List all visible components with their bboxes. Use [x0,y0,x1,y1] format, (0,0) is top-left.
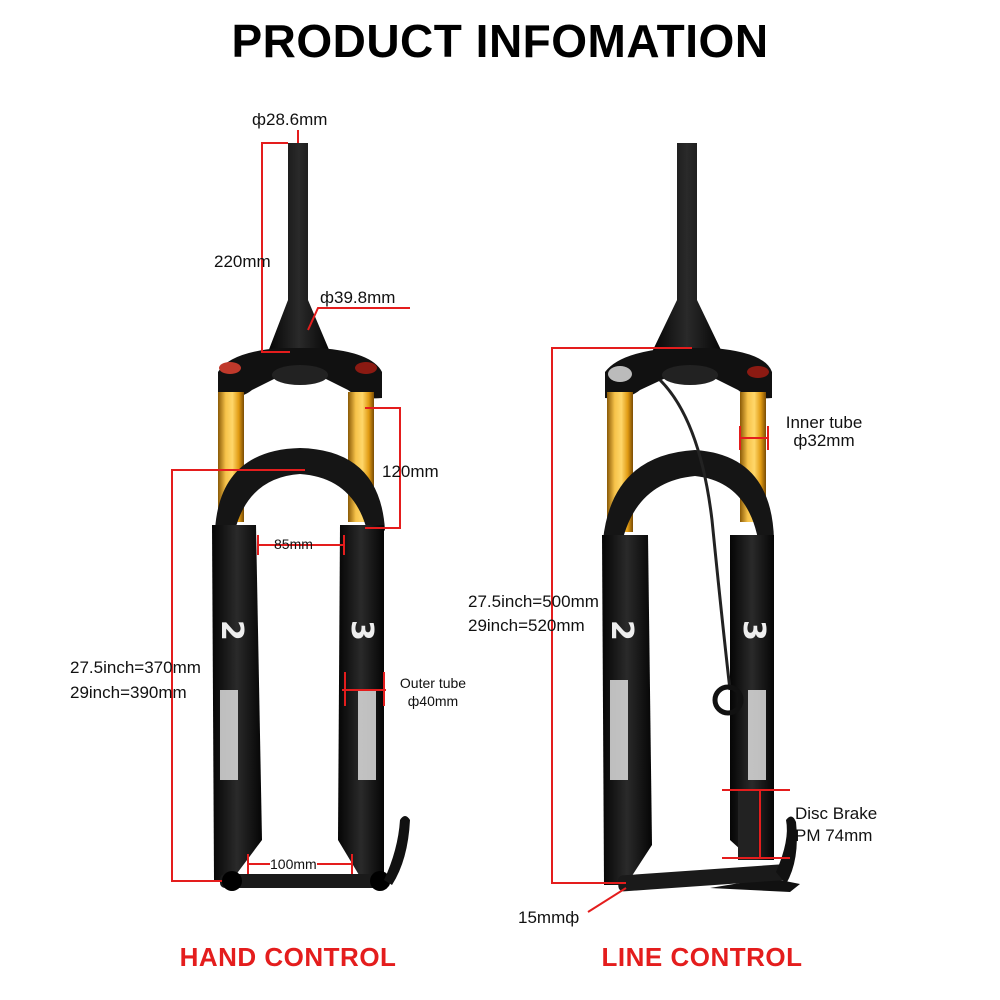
left-air-cap [219,362,241,374]
outer-tube-diameter-label: ф40mm [407,693,459,709]
left-caption: HAND CONTROL [179,942,397,972]
right-decal-2: 2 [604,620,639,641]
right-remote-cap [608,366,632,382]
left-steerer-tube [268,143,330,352]
left-arch [215,448,385,545]
left-dimension-lines [171,130,410,882]
right-remote-cable [658,378,732,691]
left-decal-3: 3 [344,620,379,641]
axle-to-crown-275-label: 27.5inch=370mm [70,658,201,677]
arch-gap-label: 85mm [274,536,313,552]
page-title: PRODUCT INFOMATION [231,15,769,67]
length-29-label: 29inch=520mm [468,616,585,635]
disc-brake-mount-label: PM 74mm [795,826,873,845]
right-remote-lever [712,684,744,716]
right-decal-3: 3 [736,620,771,641]
left-axle-lever [384,816,410,885]
inner-tube-diameter-label: ф32mm [793,431,855,450]
left-thru-axle [220,874,390,888]
right-axle-lever [776,816,797,884]
length-275-label: 27.5inch=500mm [468,592,599,611]
right-fork: 2 3 [602,143,800,892]
axle-to-crown-29-label: 29inch=390mm [70,683,187,702]
outer-tube-label: Outer tube [399,675,467,691]
steerer-length-label: 220mm [214,252,271,271]
right-thru-axle [617,864,789,892]
right-caption: LINE CONTROL [601,942,803,972]
steerer-top-diameter-label: ф28.6mm [252,110,328,129]
right-steerer-tube [652,143,722,352]
axle-diameter-label: 15mmф [518,908,580,927]
left-decal-2: 2 [214,620,249,641]
axle-spacing-label: 100mm [270,856,317,873]
left-fork: 2 3 [212,143,410,891]
right-dimension-lines [551,347,790,913]
stanchion-exposed-label: 120mm [382,462,439,481]
right-disc-brake-mount [738,790,756,860]
steerer-base-diameter-label: ф39.8mm [320,288,396,307]
disc-brake-label: Disc Brake [795,804,878,823]
inner-tube-label: Inner tube [785,413,863,432]
right-arch [603,450,774,552]
